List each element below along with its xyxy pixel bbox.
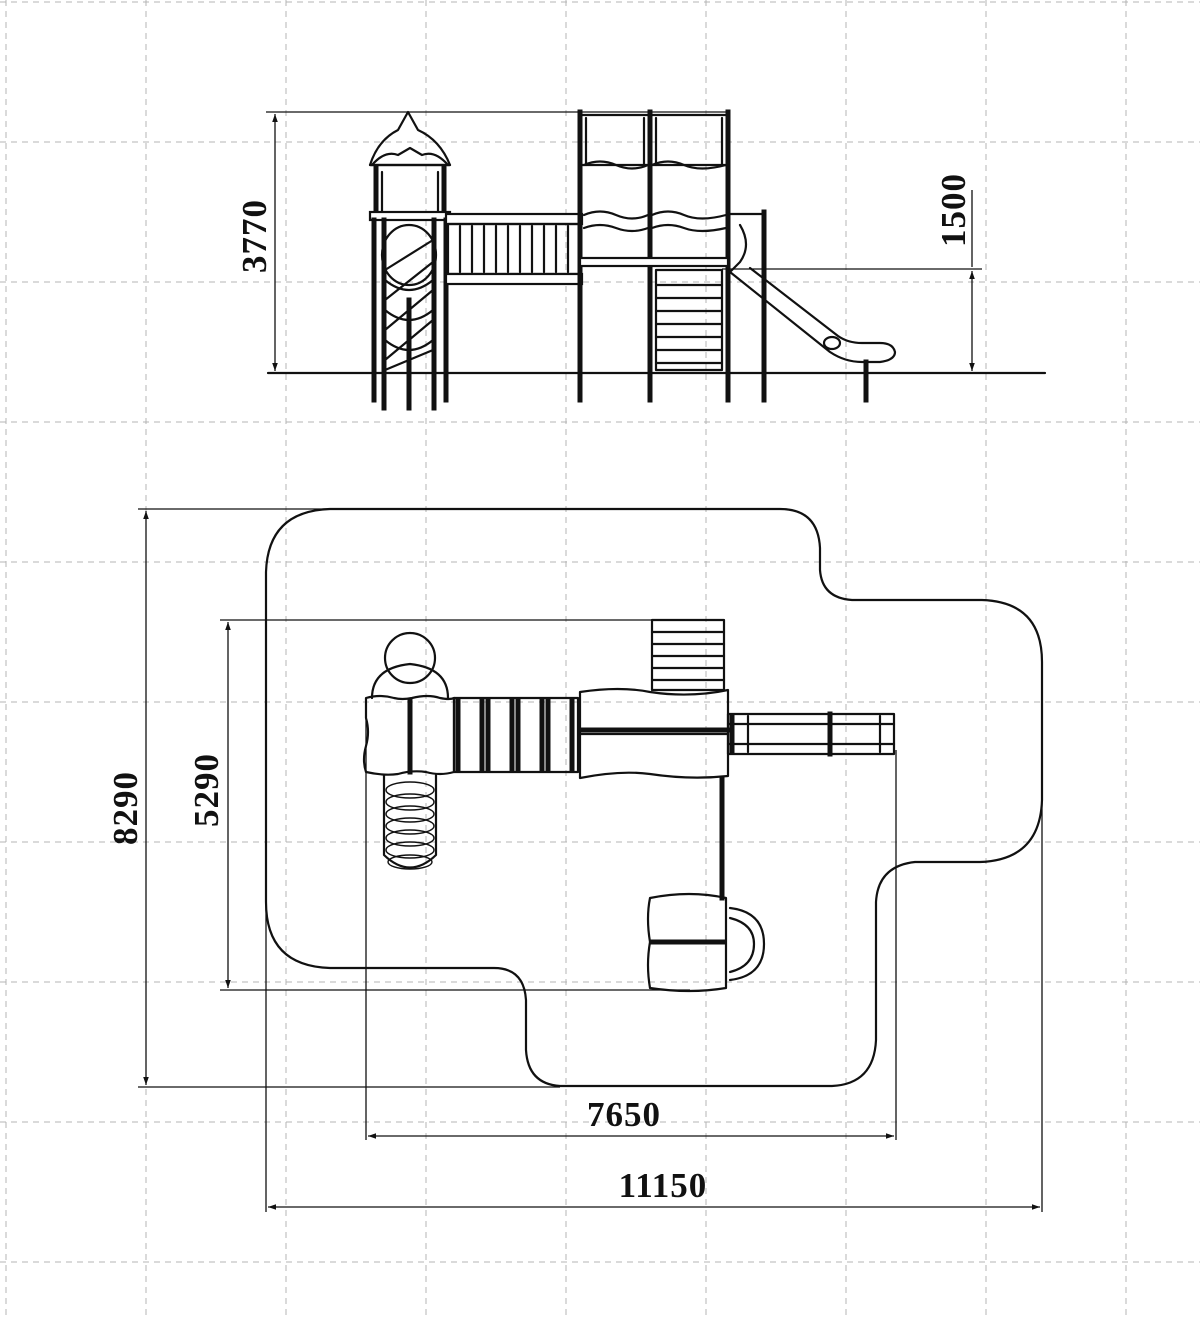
safety-zone-width-label: 11150	[619, 1166, 708, 1205]
dimension-safety-zone-width: 11150	[265, 790, 1043, 1212]
straight-slide	[728, 223, 897, 403]
left-tower	[368, 110, 452, 411]
upper-right-deck	[578, 687, 731, 780]
total-height-label: 3770	[235, 199, 274, 273]
right-tower	[577, 109, 767, 403]
rope-bridge	[444, 212, 584, 286]
plan-view: 8290 5290 7650 11150	[106, 507, 1044, 1212]
equipment-width-label: 7650	[587, 1095, 661, 1134]
dimension-equipment-width: 7650	[365, 700, 897, 1140]
dimension-equipment-depth: 5290	[187, 619, 690, 991]
side-elevation-view: 3770 1500	[235, 109, 1047, 411]
safety-zone-depth-label: 8290	[106, 771, 145, 845]
top-ladder	[650, 618, 726, 692]
safety-zone-outline	[264, 507, 1044, 1088]
bridge-plan	[452, 696, 580, 774]
dimension-safety-zone-depth: 8290	[106, 508, 560, 1088]
slide-plan	[726, 711, 896, 757]
tube-slide-body	[382, 773, 438, 870]
equipment-depth-label: 5290	[187, 753, 226, 827]
dimension-platform-height: 1500	[722, 173, 982, 371]
lower-deck	[646, 892, 766, 993]
left-deck	[362, 694, 456, 776]
platform-height-label: 1500	[934, 173, 973, 247]
dimension-total-height: 3770	[235, 111, 730, 371]
tube-slide-entry	[370, 631, 450, 700]
